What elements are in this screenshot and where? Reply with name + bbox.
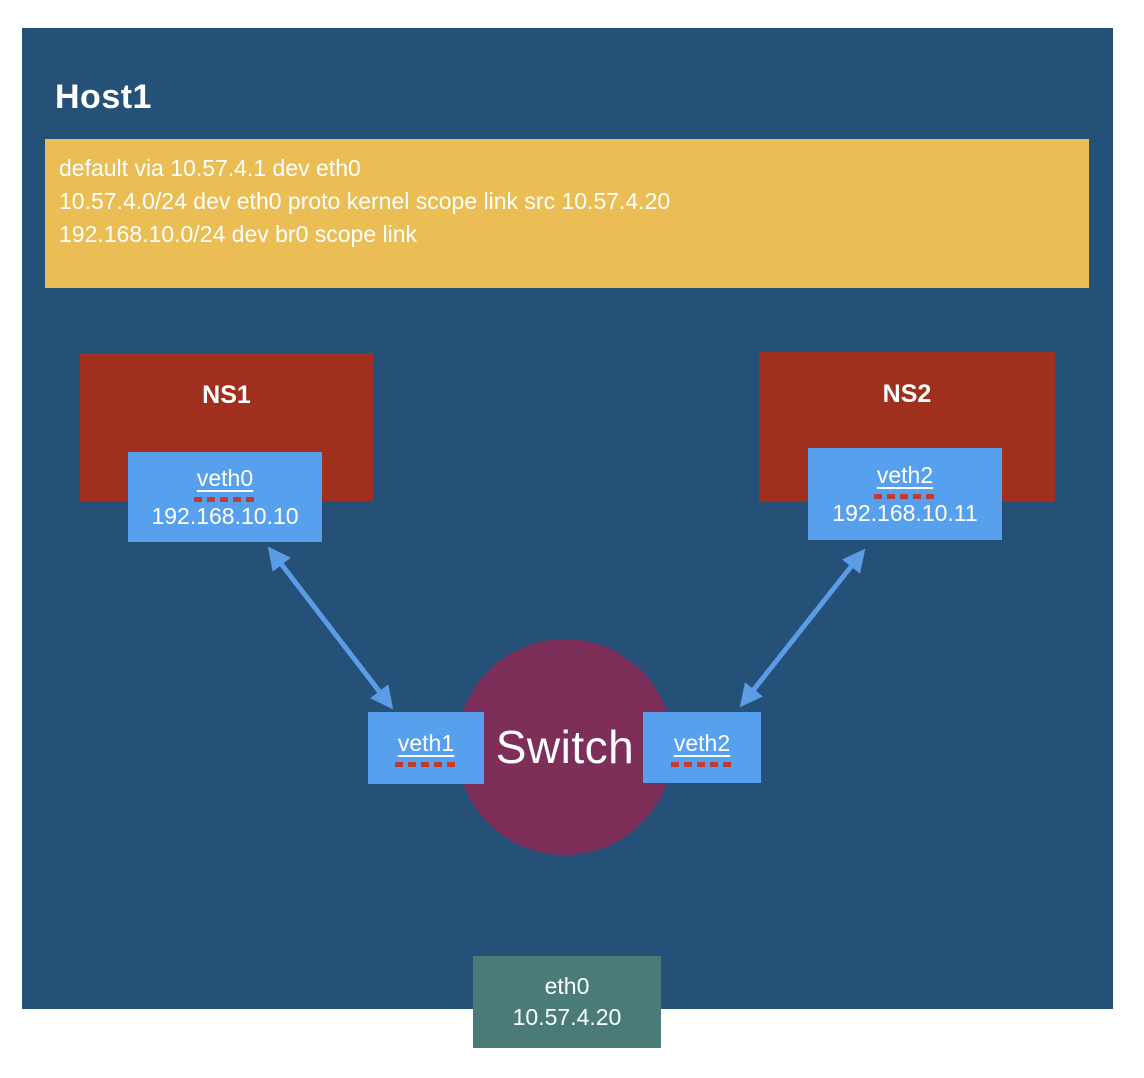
veth0-label: veth0 [196, 465, 254, 491]
veth1-box: veth1 [368, 712, 484, 784]
spellcheck-underline-veth1 [394, 762, 458, 767]
veth1-label: veth1 [397, 730, 455, 756]
eth0-ip: 10.57.4.20 [512, 1004, 622, 1030]
ns2-label: NS2 [882, 380, 932, 408]
veth0-ip: 192.168.10.10 [151, 503, 299, 529]
veth0-box: veth0 192.168.10.10 [128, 452, 322, 542]
route-line-2: 10.57.4.0/24 dev eth0 proto kernel scope… [59, 188, 671, 214]
ns1-label: NS1 [202, 381, 251, 409]
veth2-ns-name: veth2 [873, 461, 937, 499]
veth0-veth1-link-arrow [267, 546, 394, 710]
veth2-switch-label: veth2 [673, 729, 731, 756]
veth2-ns-ip: 192.168.10.11 [832, 500, 978, 526]
veth0-name: veth0 [193, 464, 257, 502]
spellcheck-underline-veth2-ns [873, 494, 937, 499]
switch-circle: Switch [457, 639, 673, 855]
veth2-switch-name: veth2 [670, 729, 734, 767]
veth2-switch-box: veth2 [643, 712, 761, 783]
eth0-box: eth0 10.57.4.20 [473, 956, 661, 1048]
veth1-name: veth1 [394, 729, 458, 767]
route-line-1: default via 10.57.4.1 dev eth0 [59, 155, 361, 181]
spellcheck-underline-veth0 [193, 497, 257, 502]
veth2-ns-box: veth2 192.168.10.11 [808, 448, 1002, 540]
spellcheck-underline-veth2-sw [670, 761, 734, 767]
eth0-label: eth0 [544, 973, 590, 999]
veth2-ns-label: veth2 [876, 462, 934, 488]
host1-container: Host1 default via 10.57.4.1 dev eth0 10.… [22, 28, 1113, 1048]
host-title: Host1 [55, 78, 152, 116]
routing-table-box: default via 10.57.4.1 dev eth0 10.57.4.0… [45, 139, 1089, 288]
route-line-3: 192.168.10.0/24 dev br0 scope link [59, 221, 418, 247]
switch-label: Switch [495, 721, 635, 773]
veth2-veth2-link-arrow [739, 548, 866, 708]
